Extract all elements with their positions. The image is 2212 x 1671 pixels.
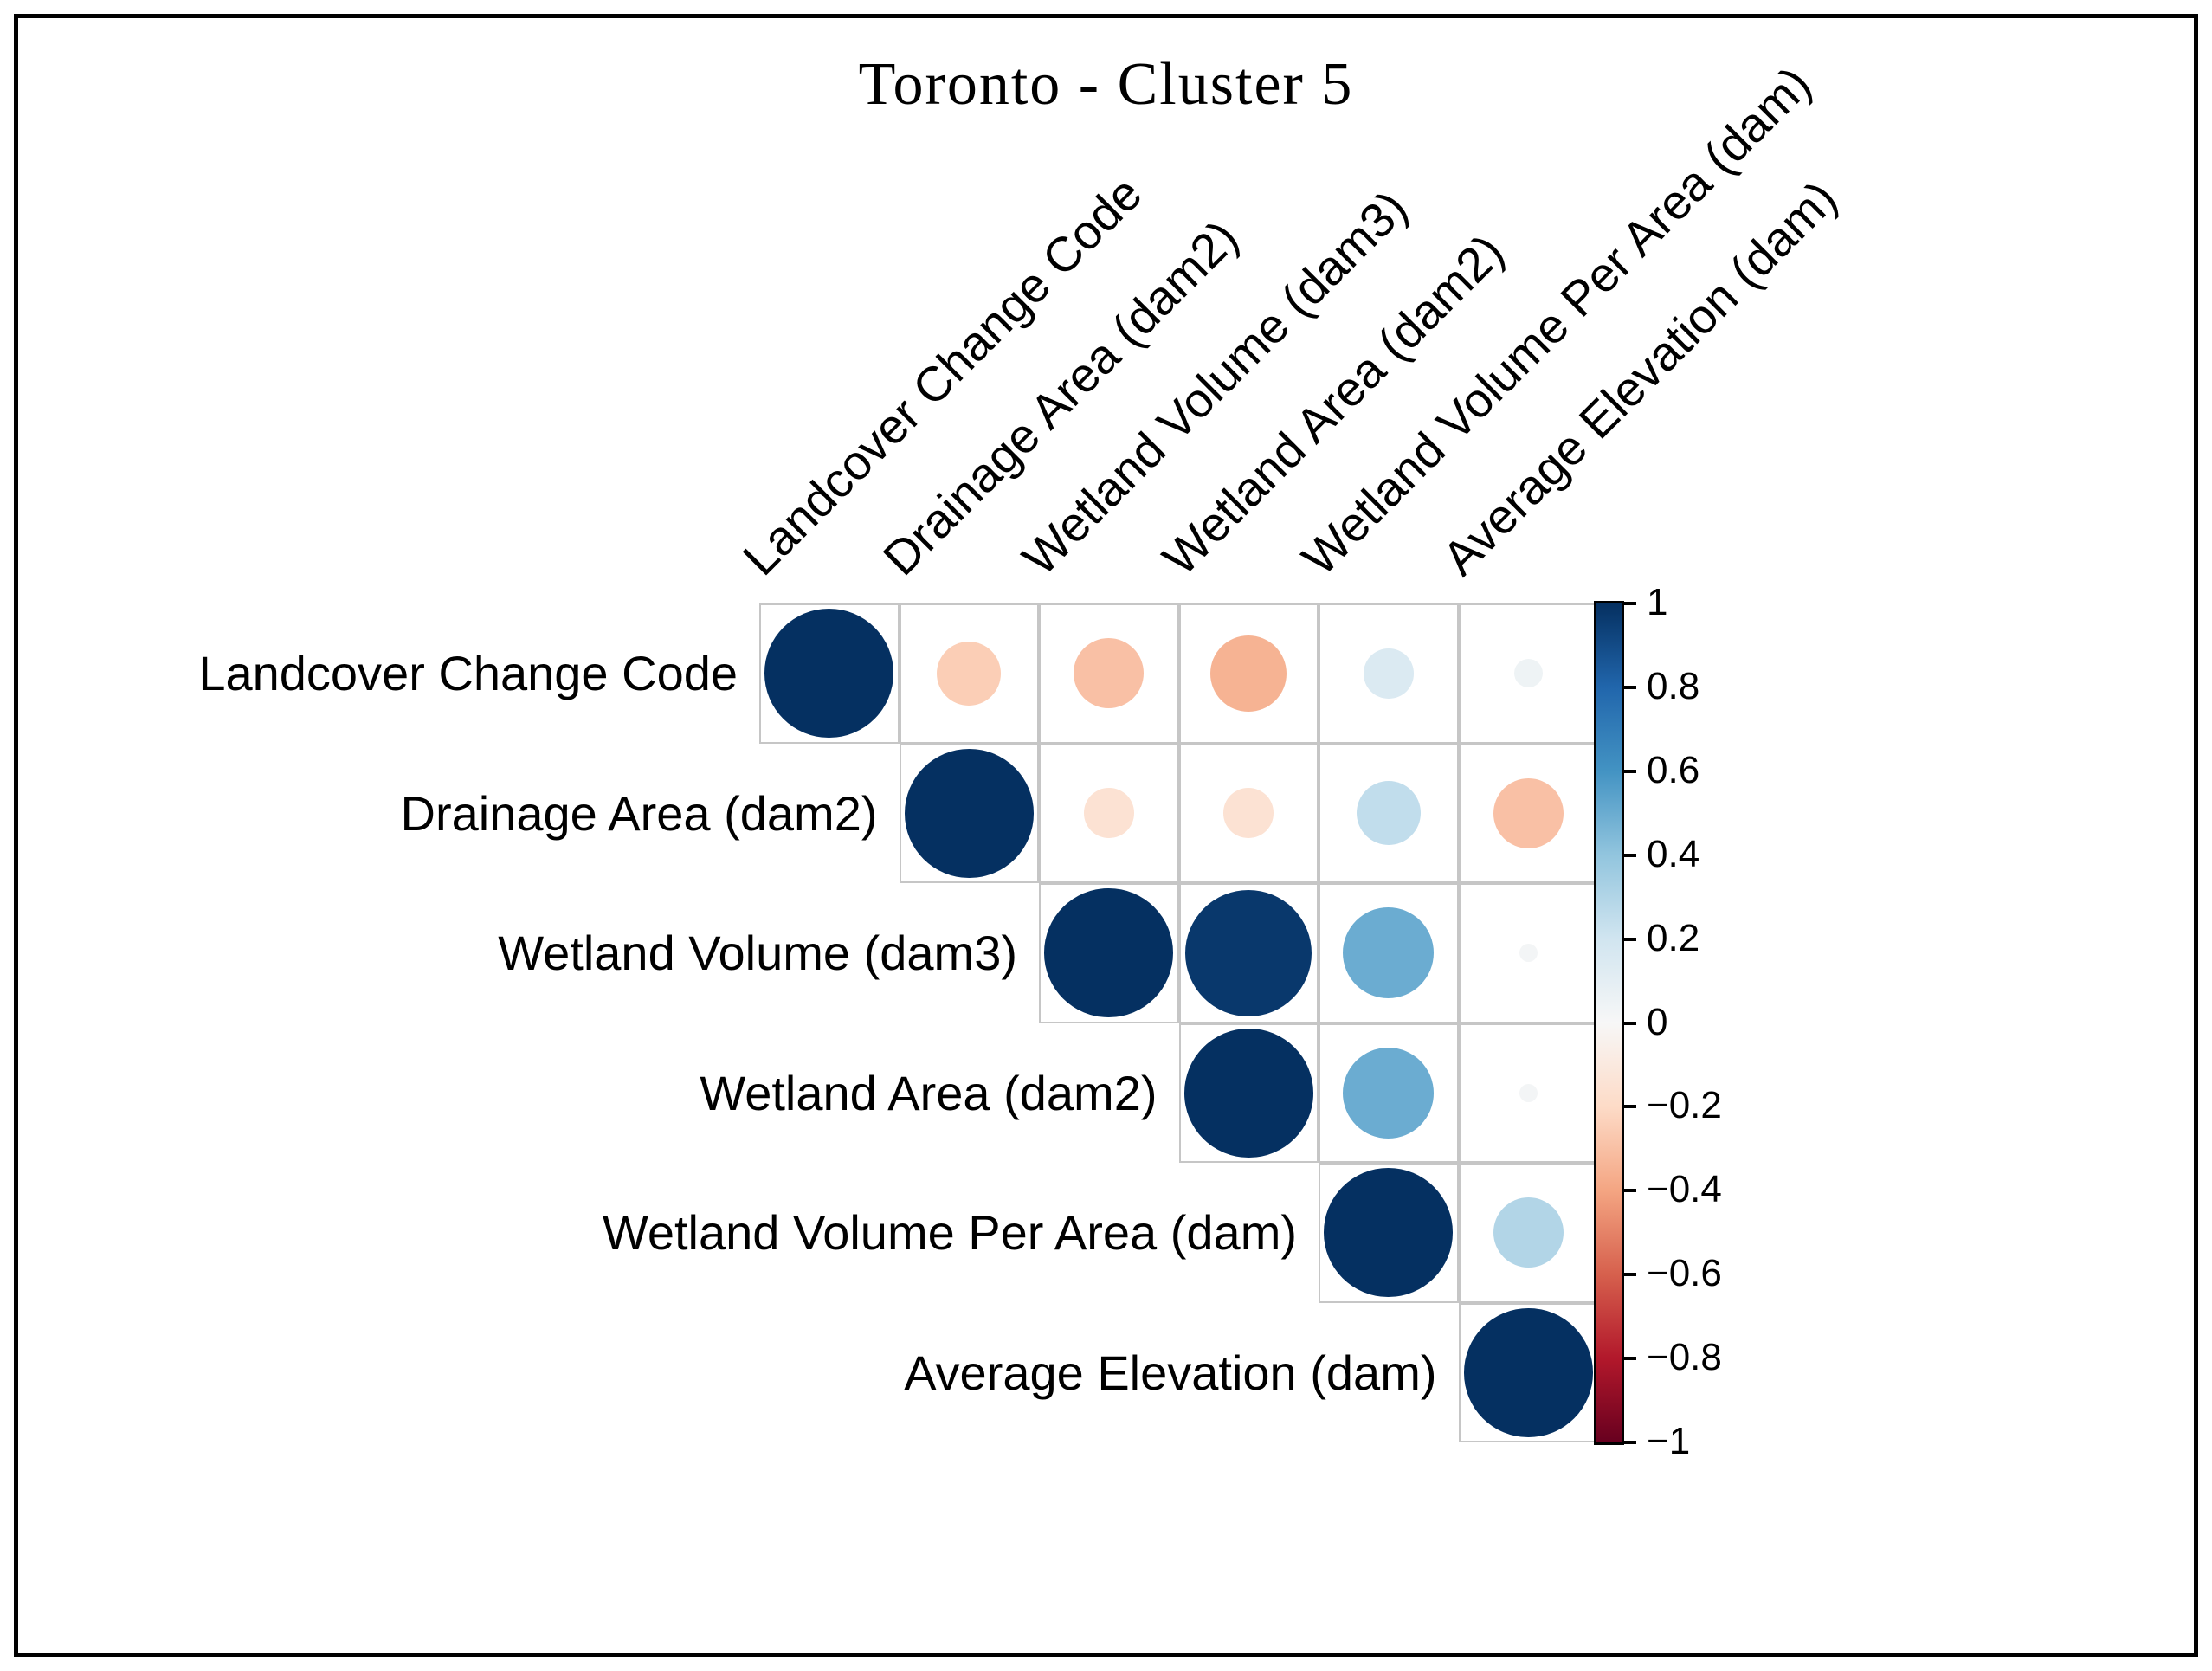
- correlation-circle: [1185, 889, 1312, 1016]
- row-label: Wetland Area (dam2): [700, 1065, 1158, 1120]
- matrix-cell: [1319, 603, 1459, 744]
- colorbar-tick: [1624, 602, 1636, 605]
- colorbar-tick-label: 0.2: [1647, 916, 1700, 959]
- matrix-cell: [1319, 883, 1459, 1023]
- correlation-circle: [1356, 781, 1421, 846]
- matrix-cell: [1039, 603, 1179, 744]
- correlation-circle: [1044, 888, 1174, 1018]
- correlation-circle: [1463, 1307, 1593, 1437]
- matrix-cell: [1319, 743, 1459, 883]
- correlation-circle: [1183, 1028, 1313, 1158]
- row-label: Wetland Volume Per Area (dam): [602, 1205, 1297, 1261]
- colorbar-tick-label: 0: [1647, 1000, 1668, 1043]
- correlation-circle: [904, 748, 1034, 878]
- colorbar-tick-label: 0.6: [1647, 748, 1700, 791]
- colorbar-tick-label: 0.8: [1647, 664, 1700, 707]
- colorbar-tick: [1624, 1189, 1636, 1193]
- matrix-cell: [1039, 743, 1179, 883]
- colorbar-tick: [1624, 1273, 1636, 1277]
- colorbar-tick: [1624, 769, 1636, 773]
- matrix-cell: [759, 603, 900, 744]
- correlation-circle: [937, 641, 1002, 706]
- correlation-circle: [764, 609, 894, 739]
- matrix-cell: [1178, 743, 1319, 883]
- correlation-circle: [1513, 659, 1543, 688]
- colorbar-tick: [1624, 1441, 1636, 1444]
- colorbar-tick: [1624, 937, 1636, 941]
- row-label: Average Elevation (dam): [904, 1345, 1437, 1400]
- matrix-cell: [1319, 1163, 1459, 1303]
- correlation-circle: [1519, 1083, 1538, 1102]
- matrix-cell: [899, 603, 1039, 744]
- colorbar-tick: [1624, 853, 1636, 857]
- correlation-circle: [1493, 1197, 1564, 1268]
- row-label: Wetland Volume (dam3): [498, 926, 1017, 981]
- row-label: Drainage Area (dam2): [400, 785, 878, 841]
- correlation-circle: [1343, 1047, 1435, 1139]
- matrix-cell: [1039, 883, 1179, 1023]
- colorbar-tick: [1624, 1105, 1636, 1109]
- matrix-cell: [1319, 1023, 1459, 1163]
- correlation-circle: [1519, 944, 1538, 963]
- column-label: Wetland Volume Per Area (dam): [1291, 55, 1822, 586]
- plot-title: Toronto - Cluster 5: [858, 51, 1354, 118]
- matrix-cell: [899, 743, 1039, 883]
- colorbar-tick: [1624, 1021, 1636, 1025]
- colorbar: [1594, 601, 1624, 1445]
- correlation-circle: [1324, 1168, 1454, 1298]
- matrix-cell: [1178, 603, 1319, 744]
- correlation-circle: [1363, 648, 1414, 699]
- colorbar-tick-label: −1: [1647, 1420, 1691, 1462]
- colorbar-tick-label: 1: [1647, 581, 1668, 623]
- colorbar-tick-label: −0.2: [1647, 1084, 1722, 1127]
- colorbar-tick-label: −0.8: [1647, 1336, 1722, 1379]
- colorbar-tick: [1624, 685, 1636, 689]
- colorbar-tick-label: −0.6: [1647, 1252, 1722, 1295]
- matrix-cell: [1178, 1023, 1319, 1163]
- colorbar-tick-label: 0.4: [1647, 832, 1700, 875]
- correlation-circle: [1493, 777, 1564, 848]
- matrix-cell: [1178, 883, 1319, 1023]
- correlation-circle: [1083, 788, 1134, 838]
- correlation-circle: [1074, 638, 1145, 709]
- colorbar-tick: [1624, 1357, 1636, 1361]
- correlation-circle: [1223, 788, 1274, 838]
- correlation-circle: [1210, 635, 1287, 712]
- correlation-circle: [1343, 907, 1435, 999]
- row-label: Landcover Change Code: [198, 646, 738, 701]
- colorbar-tick-label: −0.4: [1647, 1168, 1722, 1211]
